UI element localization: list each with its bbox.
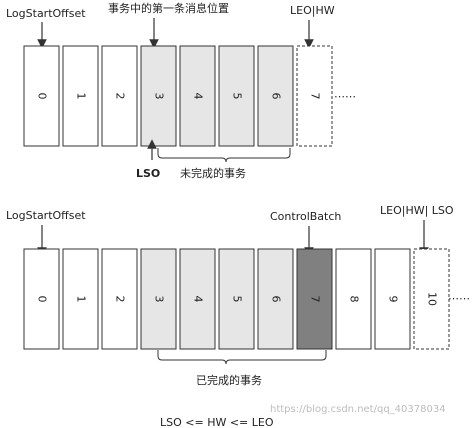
d1-cell-label-7: 7: [309, 93, 322, 100]
d2-cell-label-5: 5: [231, 296, 244, 303]
d1-lso-label: LSO: [136, 167, 160, 180]
d2-cell-5: [218, 248, 255, 350]
d2-cell-label-8: 8: [348, 296, 361, 303]
d1-cell-label-3: 3: [153, 93, 166, 100]
d2-cell-4: [179, 248, 216, 350]
d2-cell-label-0: 0: [36, 296, 49, 303]
d2-cell-8: [335, 248, 372, 350]
d1-uncommitted-brace: [157, 148, 291, 163]
d2-committed-brace: [157, 350, 327, 365]
d2-cell-label-7: 7: [309, 296, 322, 303]
d2-cell-label-2: 2: [114, 296, 127, 303]
d1-cell-2: [101, 45, 138, 147]
d1-cell-6: [257, 45, 294, 147]
d1-cell-row: 0 1 2 3 4 5 6 7: [23, 45, 333, 147]
d1-leo-hw-label: LEO|HW: [290, 4, 335, 17]
d1-cell-label-5: 5: [231, 93, 244, 100]
d2-cell-7: [296, 248, 333, 350]
d2-controlbatch-label: ControlBatch: [270, 210, 341, 223]
d1-cell-0: [23, 45, 60, 147]
d2-logstartoffset-label: LogStartOffset: [6, 209, 86, 222]
d1-brace-label: 未完成的事务: [180, 166, 246, 180]
d1-cell-7: [296, 45, 333, 147]
d2-ellipsis: ⋯⋯: [448, 292, 470, 305]
d1-first-msg-label: 事务中的第一条消息位置: [108, 1, 229, 15]
d2-brace-label: 已完成的事务: [196, 373, 262, 387]
d1-cell-3: [140, 45, 177, 147]
d2-cell-label-6: 6: [270, 296, 283, 303]
d2-cell-3: [140, 248, 177, 350]
d1-cell-5: [218, 45, 255, 147]
d1-ellipsis: ⋯⋯: [334, 90, 356, 103]
d2-cell-10: [413, 248, 450, 350]
formula-text: LSO <= HW <= LEO: [160, 416, 274, 428]
watermark-text: https://blog.csdn.net/qq_40378034: [270, 404, 446, 415]
d2-cell-6: [257, 248, 294, 350]
d1-cell-label-1: 1: [75, 93, 88, 100]
d1-cell-1: [62, 45, 99, 147]
d1-logstartoffset-label: LogStartOffset: [6, 7, 86, 20]
d2-cell-label-3: 3: [153, 296, 166, 303]
d1-cell-4: [179, 45, 216, 147]
d2-cell-9: [374, 248, 411, 350]
d2-cell-label-9: 9: [387, 296, 400, 303]
d2-cell-label-4: 4: [192, 296, 205, 303]
d1-cell-label-2: 2: [114, 93, 127, 100]
d2-cell-0: [23, 248, 60, 350]
d1-cell-label-4: 4: [192, 93, 205, 100]
d1-cell-label-0: 0: [36, 93, 49, 100]
d2-cell-label-1: 1: [75, 296, 88, 303]
d2-cell-2: [101, 248, 138, 350]
d2-cell-1: [62, 248, 99, 350]
d1-cell-label-6: 6: [270, 93, 283, 100]
d2-leo-hw-lso-label: LEO|HW| LSO: [380, 204, 454, 217]
d2-cell-label-10: 10: [426, 292, 439, 306]
d2-cell-row: 0 1 2 3 4 5 6 7 8 9 10: [23, 248, 450, 350]
